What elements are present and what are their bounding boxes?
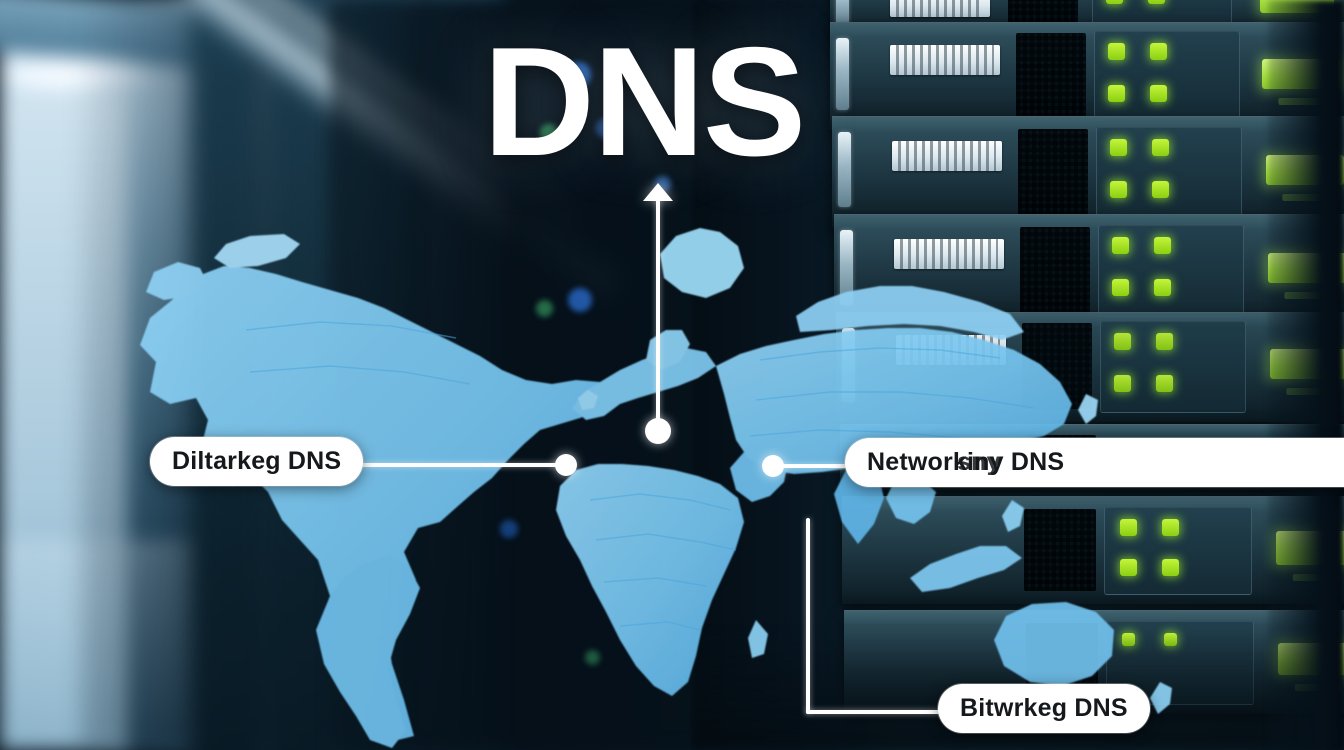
server-unit <box>832 116 1344 228</box>
server-label-strip <box>892 141 1002 171</box>
callout-left-label[interactable]: Diltarkeg DNS <box>150 437 364 486</box>
status-led <box>1112 279 1129 296</box>
page-title: DNS <box>483 15 806 188</box>
server-label-strip <box>896 335 1006 365</box>
bokeh-light-blue <box>596 118 616 138</box>
status-led <box>1148 0 1165 4</box>
callout-top-arrow-icon <box>643 183 673 201</box>
background-rack-column <box>190 0 260 750</box>
ventilation-grille <box>1018 129 1088 215</box>
map-node-middle-east[interactable] <box>762 455 784 477</box>
callout-left-connector <box>352 463 568 467</box>
status-led <box>1156 333 1173 350</box>
status-led <box>1108 43 1125 60</box>
bokeh-light-green <box>536 300 553 317</box>
status-led <box>1150 43 1167 60</box>
map-node-europe-central[interactable] <box>645 418 671 444</box>
bokeh-light-green <box>585 650 600 665</box>
callout-right-label[interactable]: Networkiny DNS sny <box>845 438 1344 487</box>
status-led <box>1110 139 1127 156</box>
status-led <box>1120 559 1137 576</box>
status-led <box>1114 375 1131 392</box>
status-led <box>1162 519 1179 536</box>
rack-handle <box>836 37 849 110</box>
status-led <box>1108 85 1125 102</box>
callout-top-connector <box>656 196 660 430</box>
bokeh-light-blue <box>565 62 591 88</box>
bokeh-light-green <box>540 124 558 142</box>
ventilation-grille <box>1016 33 1086 117</box>
status-led <box>1154 279 1171 296</box>
status-led <box>1162 559 1179 576</box>
rack-handle <box>840 230 853 306</box>
callout-right-connector <box>780 464 852 468</box>
status-led <box>1110 181 1127 198</box>
background-rack-column <box>266 0 330 750</box>
callout-right-label-glitch: sny <box>957 448 1001 476</box>
status-led <box>1156 375 1173 392</box>
status-led <box>1150 85 1167 102</box>
status-led <box>1106 0 1123 4</box>
status-led <box>1152 181 1169 198</box>
status-led <box>1154 237 1171 254</box>
rack-handle <box>836 0 849 25</box>
server-label-strip <box>890 45 1000 75</box>
callout-bottom-label[interactable]: Bitwrkeg DNS <box>938 684 1150 733</box>
status-led <box>1152 139 1169 156</box>
rack-handle <box>838 132 851 208</box>
callout-bottom-connector-vertical <box>806 518 810 714</box>
ventilation-grille <box>1022 323 1092 409</box>
ventilation-grille <box>1020 227 1090 313</box>
map-node-europe-west[interactable] <box>555 454 577 476</box>
server-unit <box>830 22 1344 130</box>
status-led <box>1120 519 1137 536</box>
server-label-strip <box>894 239 1004 269</box>
rack-handle <box>842 328 855 402</box>
bokeh-light-blue <box>568 288 592 312</box>
server-label-strip <box>890 0 990 17</box>
status-led <box>1114 333 1131 350</box>
status-led <box>1112 237 1129 254</box>
callout-bottom-connector-horizontal <box>806 710 946 714</box>
bokeh-light-blue <box>500 520 518 538</box>
callout-right-label-text: Networkiny DNS <box>867 448 1065 476</box>
ventilation-grille <box>1024 509 1096 591</box>
rack-right-edge-pillar <box>1268 0 1344 750</box>
